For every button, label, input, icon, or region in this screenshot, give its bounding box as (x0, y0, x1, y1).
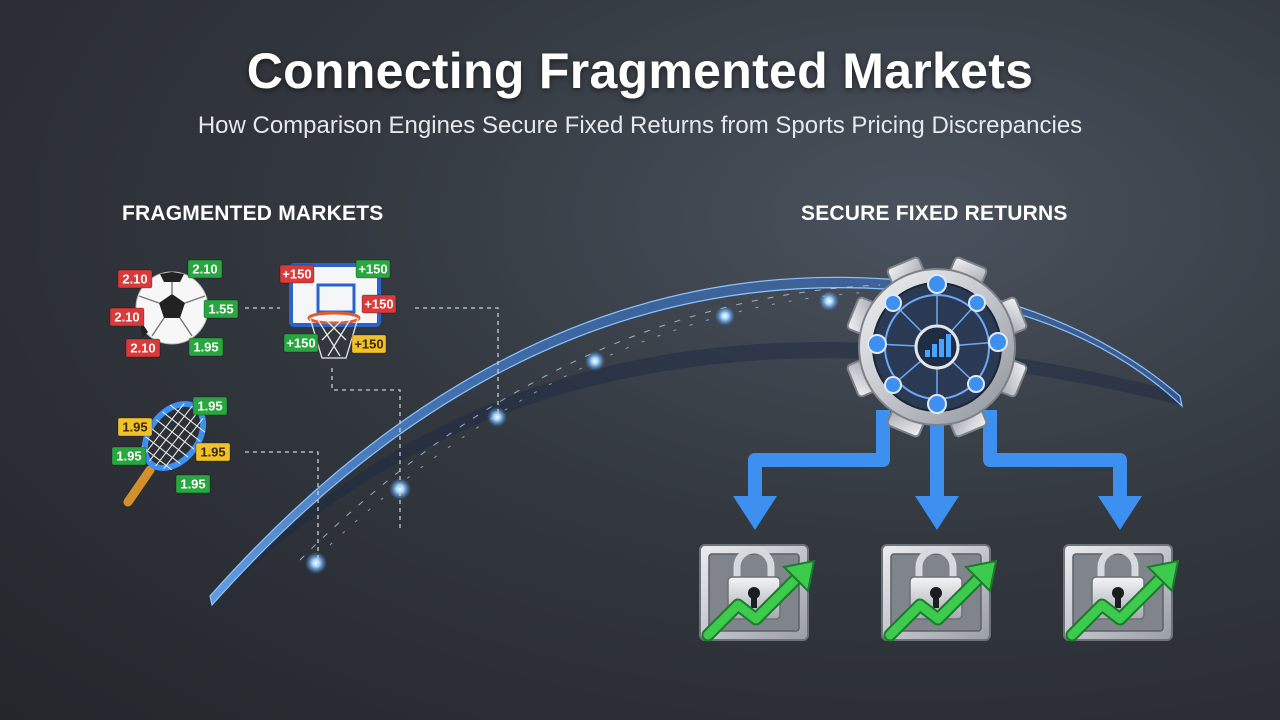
odds-value: 1.95 (197, 399, 222, 414)
tennis-racket-icon (123, 401, 207, 507)
gear-chart-icon (846, 256, 1028, 438)
stream-glow-points (305, 291, 839, 574)
odds-chips: 2.10 2.10 2.10 1.55 2.10 1.95 +150 +150 +150 +150… (109, 259, 397, 494)
odds-chip: +150 (279, 264, 315, 284)
odds-chip: +150 (361, 294, 397, 314)
odds-chip: 1.95 (188, 337, 224, 357)
odds-chip: 1.95 (117, 417, 153, 437)
odds-chip: 2.10 (109, 307, 145, 327)
page-title: Connecting Fragmented Markets (246, 43, 1034, 99)
arrow-heads (733, 496, 1142, 530)
odds-chip: +150 (355, 259, 391, 279)
odds-value: 2.10 (192, 262, 217, 277)
odds-value: 1.95 (200, 445, 225, 460)
branch-arrows (748, 410, 1127, 500)
odds-chip: 1.95 (192, 396, 228, 416)
odds-chip: 2.10 (117, 269, 153, 289)
lock-growth-icon (1063, 544, 1180, 642)
odds-chip: +150 (283, 333, 319, 353)
odds-value: 1.95 (116, 449, 141, 464)
odds-value: 2.10 (130, 341, 155, 356)
secured-returns (699, 544, 1180, 642)
odds-value: 2.10 (114, 310, 139, 325)
odds-chip: +150 (351, 334, 387, 354)
odds-chip: 1.95 (111, 446, 147, 466)
odds-chip: 1.55 (203, 299, 239, 319)
odds-chip: 2.10 (187, 259, 223, 279)
odds-value: 1.55 (208, 302, 233, 317)
market-connectors (245, 307, 499, 565)
odds-value: +150 (364, 297, 393, 312)
odds-chip: 1.95 (175, 474, 211, 494)
lock-growth-icon (699, 544, 816, 642)
odds-value: 2.10 (122, 272, 147, 287)
fragmented-markets-heading: FRAGMENTED MARKETS (122, 202, 384, 225)
data-stream-band (209, 276, 1183, 607)
odds-chip: 2.10 (125, 338, 161, 358)
odds-value: +150 (354, 337, 383, 352)
secure-returns-heading: SECURE FIXED RETURNS (801, 202, 1068, 225)
page-subtitle: How Comparison Engines Secure Fixed Retu… (197, 112, 1083, 139)
odds-value: +150 (286, 336, 315, 351)
odds-value: +150 (358, 262, 387, 277)
odds-chip: 1.95 (195, 442, 231, 462)
odds-value: 1.95 (193, 340, 218, 355)
odds-value: 1.95 (180, 477, 205, 492)
odds-value: 1.95 (122, 420, 147, 435)
lock-growth-icon (881, 544, 998, 642)
odds-value: +150 (282, 267, 311, 282)
